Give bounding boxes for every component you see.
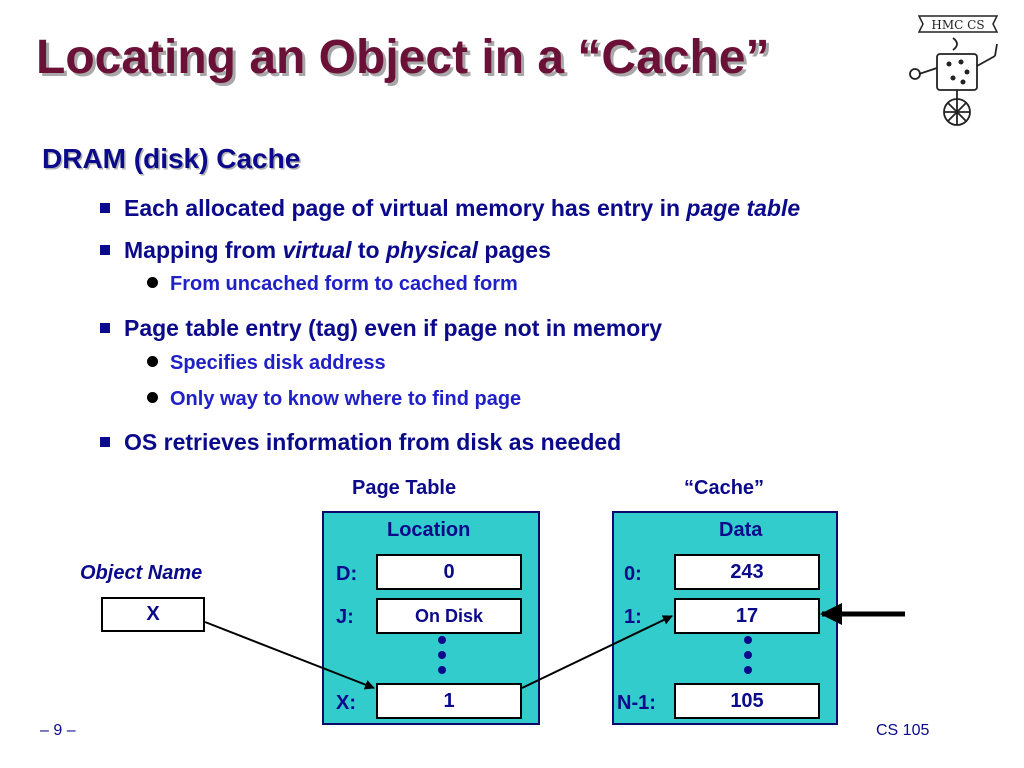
round-bullet-icon <box>147 277 158 289</box>
page-table-row-label: X: <box>336 692 356 714</box>
round-bullet-icon <box>147 356 158 368</box>
ellipsis-dot-icon <box>744 651 752 659</box>
cache-cell: 105 <box>674 683 820 719</box>
page-table-header: Location <box>387 519 471 541</box>
cache-cell: 243 <box>674 554 820 590</box>
sub-bullet-uncached: From uncached form to cached form <box>147 273 518 296</box>
page-table-cell: 1 <box>376 683 522 719</box>
square-bullet-icon <box>100 202 110 213</box>
bullet-page-table: Each allocated page of virtual memory ha… <box>100 195 800 222</box>
ellipsis-dot-icon <box>438 651 446 659</box>
bullet-page-table-entry: Page table entry (tag) even if page not … <box>100 315 662 342</box>
section-heading: DRAM (disk) Cache <box>42 143 301 174</box>
page-table-cell: 0 <box>376 554 522 590</box>
cache-panel: Data 0: 243 1: 17 N-1: 105 <box>612 511 838 725</box>
bullet-mapping: Mapping from virtual to physical pages <box>100 237 551 264</box>
sub-bullet-find-page: Only way to know where to find page <box>147 388 521 411</box>
page-table-caption: Page Table <box>352 477 457 499</box>
hmc-cs-logo-icon: HMC CS <box>905 8 1011 130</box>
page-table-row-label: D: <box>336 563 358 585</box>
square-bullet-icon <box>100 244 110 255</box>
ellipsis-dot-icon <box>744 666 752 674</box>
bullet-os-retrieves: OS retrieves information from disk as ne… <box>100 429 621 456</box>
square-bullet-icon <box>100 436 110 447</box>
cache-cell: 17 <box>674 598 820 634</box>
cache-row-label: 1: <box>624 606 642 628</box>
page-table-cell: On Disk <box>376 598 522 634</box>
page-table-panel: Location D: 0 J: On Disk X: 1 <box>322 511 540 725</box>
ellipsis-dot-icon <box>438 666 446 674</box>
cache-row-label: N-1: <box>617 692 656 714</box>
object-name-box: X <box>101 597 205 632</box>
cache-row-label: 0: <box>624 563 642 585</box>
page-number: – 9 – <box>40 722 76 739</box>
ellipsis-dot-icon <box>438 636 446 644</box>
logo-text: HMC CS <box>931 18 984 32</box>
page-table-row-label: J: <box>336 606 354 628</box>
logo-banner <box>917 15 999 33</box>
square-bullet-icon <box>100 322 110 333</box>
cache-caption: “Cache” <box>684 477 765 499</box>
sub-bullet-disk-address: Specifies disk address <box>147 352 386 375</box>
cache-header: Data <box>719 519 763 541</box>
round-bullet-icon <box>147 392 158 404</box>
course-label: CS 105 <box>876 722 930 739</box>
slide-title: Locating an Object in a “Cache” <box>36 31 770 84</box>
object-name-label: Object Name <box>80 562 203 584</box>
ellipsis-dot-icon <box>744 636 752 644</box>
